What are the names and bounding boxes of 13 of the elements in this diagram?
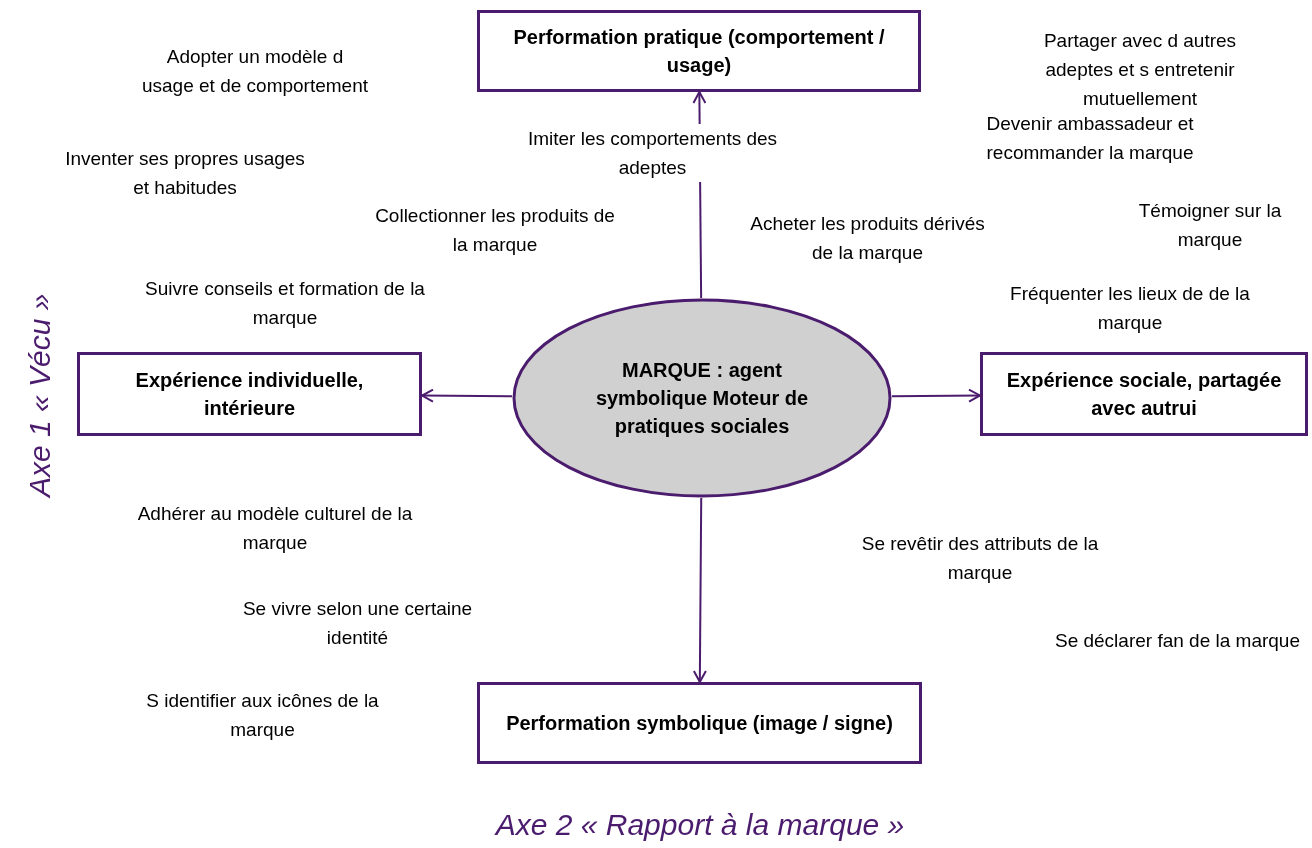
box-node — [477, 682, 922, 764]
node-text: Expérience sociale, partagée avec autrui — [1005, 368, 1283, 421]
arrow — [421, 388, 514, 403]
box-node — [980, 352, 1308, 436]
node-text: Expérience individuelle, intérieure — [134, 368, 365, 421]
box-node — [477, 10, 921, 92]
node-text: Performation pratique (comportement / usage) — [512, 25, 886, 78]
arrow — [890, 388, 981, 403]
box-node — [77, 352, 422, 436]
ellipse-node — [512, 298, 892, 498]
node-text: MARQUE : agent symbolique Moteur de pratiques sociales — [594, 358, 810, 439]
node-text: Performation symbolique (image / signe) — [505, 711, 894, 736]
arrow — [692, 497, 707, 683]
